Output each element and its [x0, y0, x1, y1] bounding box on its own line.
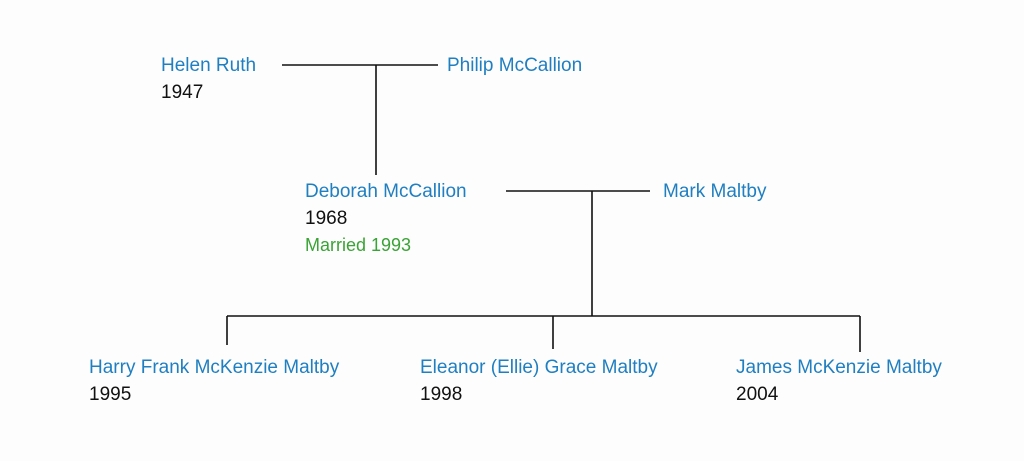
person-name: Deborah McCallion [305, 181, 467, 202]
birth-year: 1998 [420, 384, 463, 405]
child-harry-maltby: Harry Frank McKenzie Maltby 1995 [89, 358, 339, 404]
person-name: Eleanor (Ellie) Grace Maltby [420, 357, 658, 378]
person-name: Helen Ruth [161, 55, 257, 76]
child-james-maltby: James McKenzie Maltby 2004 [736, 358, 942, 404]
marriage-note: Married 1993 [305, 235, 412, 255]
person-name: Philip McCallion [447, 55, 583, 76]
person-name: James McKenzie Maltby [736, 357, 942, 378]
person-helen-ruth: Helen Ruth 1947 [161, 56, 256, 102]
person-name: Harry Frank McKenzie Maltby [89, 357, 340, 378]
person-name: Mark Maltby [663, 181, 767, 202]
birth-year: 1968 [305, 208, 348, 229]
person-mark-maltby: Mark Maltby [663, 182, 766, 201]
person-deborah-mccallion: Deborah McCallion 1968 Married 1993 [305, 182, 467, 254]
birth-year: 1995 [89, 384, 132, 405]
person-philip-mccallion: Philip McCallion [447, 56, 582, 75]
birth-year: 2004 [736, 384, 779, 405]
birth-year: 1947 [161, 82, 204, 103]
child-eleanor-maltby: Eleanor (Ellie) Grace Maltby 1998 [420, 358, 658, 404]
